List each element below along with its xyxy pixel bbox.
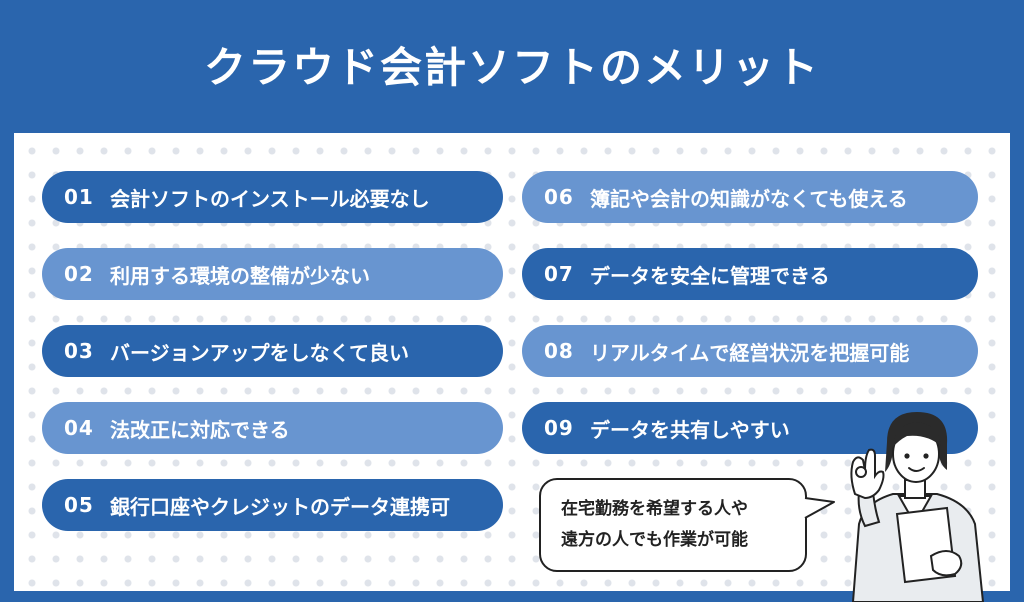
merit-item-01: 01 会計ソフトのインストール必要なし <box>42 171 503 223</box>
woman-ok-gesture-icon <box>850 412 985 602</box>
merit-item-04: 04 法改正に対応できる <box>42 402 503 454</box>
merit-number: 04 <box>64 416 94 440</box>
merit-item-03: 03 バージョンアップをしなくて良い <box>42 325 503 377</box>
merit-item-02: 02 利用する環境の整備が少ない <box>42 248 503 300</box>
merit-text: 会計ソフトのインストール必要なし <box>110 186 430 211</box>
page-title: クラウド会計ソフトのメリット <box>203 43 820 92</box>
merit-text: 法改正に対応できる <box>110 417 290 442</box>
speech-bubble-line-1: 在宅勤務を希望する人や <box>561 499 748 519</box>
merit-number: 06 <box>544 185 574 209</box>
merit-text: バージョンアップをしなくて良い <box>110 340 409 365</box>
merit-item-05: 05 銀行口座やクレジットのデータ連携可 <box>42 479 503 531</box>
speech-bubble-line-2: 遠方の人でも作業が可能 <box>561 530 748 550</box>
speech-bubble: 在宅勤務を希望する人や 遠方の人でも作業が可能 <box>539 478 807 572</box>
merit-number: 08 <box>544 339 574 363</box>
merit-number: 07 <box>544 262 574 286</box>
merit-number: 03 <box>64 339 94 363</box>
merit-text: リアルタイムで経営状況を把握可能 <box>590 340 910 365</box>
merit-number: 09 <box>544 416 574 440</box>
merit-text: データを共有しやすい <box>590 417 790 442</box>
merit-text: データを安全に管理できる <box>590 263 830 288</box>
merit-number: 05 <box>64 493 94 517</box>
merit-item-08: 08 リアルタイムで経営状況を把握可能 <box>522 325 978 377</box>
merit-item-06: 06 簿記や会計の知識がなくても使える <box>522 171 978 223</box>
merit-number: 01 <box>64 185 94 209</box>
merit-item-07: 07 データを安全に管理できる <box>522 248 978 300</box>
merit-text: 利用する環境の整備が少ない <box>110 263 370 288</box>
speech-bubble-tail-icon <box>804 497 835 519</box>
merit-number: 02 <box>64 262 94 286</box>
merit-text: 簿記や会計の知識がなくても使える <box>590 186 908 211</box>
merit-text: 銀行口座やクレジットのデータ連携可 <box>110 494 450 519</box>
